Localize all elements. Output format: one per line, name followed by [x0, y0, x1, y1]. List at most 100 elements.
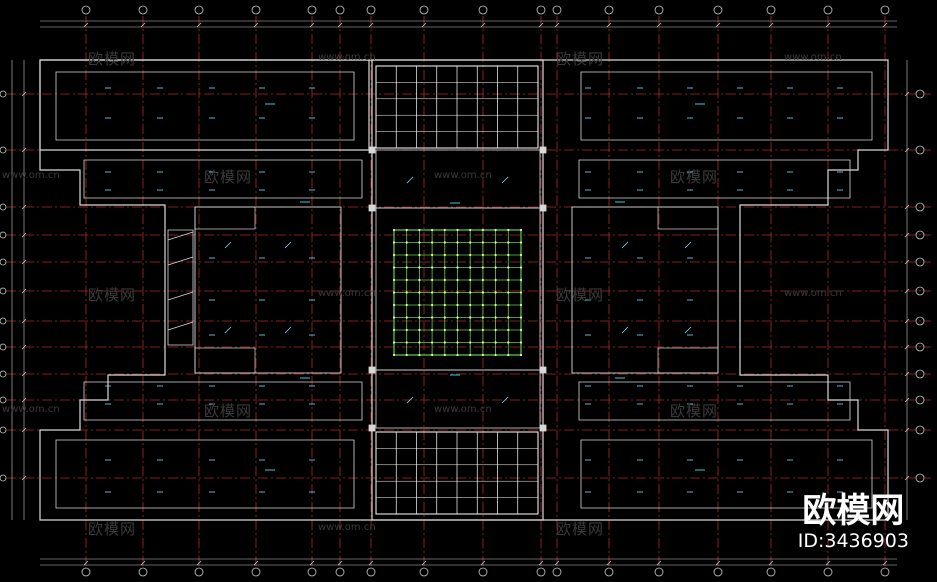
dimension-tick [21, 204, 27, 210]
skylight-node [456, 303, 459, 307]
column [368, 366, 376, 374]
central-skylight-grid [392, 228, 523, 357]
column [539, 204, 547, 212]
skylight-node [507, 341, 510, 344]
axis-bubble-left [0, 474, 7, 482]
atrium-hall [375, 207, 541, 371]
axis-bubble-bottom [823, 567, 833, 577]
axis-bubble-right [915, 316, 925, 326]
skylight-node [481, 328, 484, 332]
axis-bubble-right [915, 286, 925, 296]
skylight-node [456, 253, 459, 257]
skylight-node [392, 303, 396, 307]
axis-bubble-bottom [478, 567, 488, 577]
skylight-node [405, 228, 408, 232]
skylight-node [519, 291, 523, 294]
axis-bubble-top [81, 5, 91, 15]
skylight-node [418, 266, 421, 269]
axis-bubble-bottom [654, 567, 664, 577]
skylight-node [494, 341, 497, 344]
skylight-node [456, 328, 459, 332]
skylight-node [507, 228, 510, 232]
stair-left [167, 229, 194, 346]
brand-id: ID:3436903 [797, 530, 909, 552]
dimension-tick [904, 91, 910, 97]
skylight-node [494, 291, 497, 294]
brand-watermark: 欧模网 ID:3436903 [798, 492, 909, 552]
dimension-tick [21, 371, 27, 377]
axis-bubble-left [0, 146, 7, 154]
dimension-tick [606, 560, 612, 566]
skylight-node [494, 278, 497, 282]
dimension-tick [253, 560, 259, 566]
wall-outlines [39, 59, 889, 521]
dimension-tick [421, 560, 427, 566]
axis-bubble-right [915, 202, 925, 212]
axis-bubble-top [335, 5, 345, 15]
light-fixture [284, 326, 292, 334]
skylight-node [519, 303, 523, 307]
light-fixture [684, 241, 692, 249]
dimension-tick [480, 560, 486, 566]
skylight-node [507, 303, 510, 307]
skylight-node [456, 228, 459, 232]
axis-bubble-left [0, 231, 7, 239]
axis-bubble-bottom [307, 567, 317, 577]
axis-bubble-left [0, 203, 7, 211]
column [539, 424, 547, 432]
skylight-node [431, 341, 434, 344]
axis-bubbles [0, 5, 925, 577]
dimension-tick [21, 232, 27, 238]
skylight-node [519, 328, 523, 332]
skylight-node [418, 316, 421, 319]
dimension-tick [904, 371, 910, 377]
axis-bubble-left [0, 396, 7, 404]
axis-bubble-top [654, 5, 664, 15]
dimension-tick [21, 397, 27, 403]
skylight-node [443, 291, 446, 294]
skylight-node [456, 266, 459, 269]
skylight-node [392, 316, 396, 319]
skylight-node [443, 253, 446, 257]
skylight-node [507, 278, 510, 282]
axis-bubble-bottom [194, 567, 204, 577]
skylight-node [507, 266, 510, 269]
skylight-node [405, 341, 408, 344]
axis-bubble-bottom [880, 567, 890, 577]
skylight-node [519, 241, 523, 244]
skylight-node [519, 228, 523, 232]
skylight-node [443, 278, 446, 282]
skylight-node [469, 353, 472, 357]
axis-bubble-bottom [138, 567, 148, 577]
dimension-tick [83, 22, 89, 28]
axis-bubble-bottom [766, 567, 776, 577]
dimension-tick [21, 147, 27, 153]
skylight-node [494, 228, 497, 232]
skylight-node [405, 291, 408, 294]
axis-bubble-top [880, 5, 890, 15]
axis-bubble-left [0, 258, 7, 266]
skylight-node [418, 341, 421, 344]
skylight-node [519, 353, 523, 357]
skylight-node [431, 241, 434, 244]
skylight-node [431, 266, 434, 269]
column [368, 146, 376, 154]
small-room [194, 206, 256, 230]
axis-bubble-top [478, 5, 488, 15]
skylight-node [405, 278, 408, 282]
dimension-tick [554, 22, 560, 28]
column [539, 366, 547, 374]
dimension-tick [421, 22, 427, 28]
skylight-node [494, 328, 497, 332]
axis-bubble-bottom [536, 567, 546, 577]
axis-bubble-top [194, 5, 204, 15]
skylight-node [507, 291, 510, 294]
axis-bubble-top [823, 5, 833, 15]
skylight-node [392, 341, 396, 344]
skylight-node [481, 291, 484, 294]
axis-bubble-top [251, 5, 261, 15]
dimension-tick [21, 288, 27, 294]
axis-bubble-left [0, 426, 7, 434]
skylight-node [418, 278, 421, 282]
